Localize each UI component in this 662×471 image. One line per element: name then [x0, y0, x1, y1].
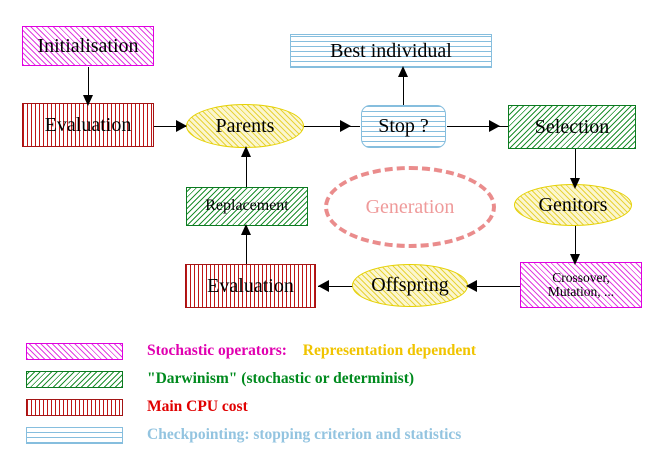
node-crossover-label-line2: Mutation, ... — [547, 284, 615, 299]
connector-initialisation-to-evaluation — [88, 67, 89, 101]
connector-selection-to-genitors — [575, 149, 576, 185]
arrowhead-down-evaluation-top — [83, 95, 93, 106]
connector-evaluation-to-replacement — [246, 228, 247, 268]
arrowhead-up-replacement — [241, 224, 251, 235]
legend-label-main-cpu-cost: Main CPU cost — [147, 398, 248, 415]
legend-label-stochastic-operators: Stochastic operators: — [147, 342, 287, 359]
arrowhead-left-evaluation-bottom — [318, 280, 329, 292]
node-stop[interactable]: Stop ? — [361, 105, 446, 148]
arrowhead-down-crossover — [570, 254, 580, 265]
connector-parents-to-stop — [300, 126, 360, 127]
node-best-individual[interactable]: Best individual — [290, 34, 492, 68]
node-selection-label: Selection — [534, 115, 610, 138]
legend-label-representation-dependent: Representation dependent — [302, 342, 477, 359]
node-offspring-label: Offspring — [371, 274, 449, 296]
node-generation-label: Generation — [365, 195, 455, 218]
node-crossover-label-line1: Crossover, — [552, 269, 610, 285]
legend-row-darwinism: "Darwinism" (stochastic or determinist) — [26, 368, 414, 390]
connector-offspring-to-evaluation — [318, 286, 366, 287]
legend-swatch-main-cpu-cost — [26, 398, 123, 416]
node-evaluation-top-label: Evaluation — [44, 113, 132, 136]
node-stop-label: Stop ? — [378, 115, 429, 137]
node-best-individual-label: Best individual — [330, 39, 452, 62]
legend-swatch-checkpointing — [26, 426, 123, 444]
node-parents-label: Parents — [215, 114, 275, 137]
node-evaluation-bottom[interactable]: Evaluation — [185, 264, 316, 308]
arrowhead-left-offspring — [466, 280, 477, 292]
legend-swatch-darwinism — [26, 370, 123, 388]
legend-swatch-stochastic-operators — [26, 342, 123, 360]
arrowhead-up-best-individual — [398, 66, 408, 77]
arrowhead-right-parents — [176, 120, 187, 132]
node-genitors-label: Genitors — [538, 193, 608, 216]
node-evaluation-bottom-label: Evaluation — [207, 274, 294, 297]
node-initialisation-label: Initialisation — [37, 34, 139, 57]
legend-row-main-cpu-cost: Main CPU cost — [26, 396, 248, 418]
legend-label-checkpointing: Checkpointing: stopping criterion and st… — [147, 426, 462, 443]
node-generation-cycle: Generation — [324, 166, 496, 248]
arrowhead-up-parents — [241, 146, 251, 157]
connector-stop-to-selection — [447, 126, 511, 127]
node-offspring[interactable]: Offspring — [352, 264, 468, 307]
legend-row-stochastic-operators: Stochastic operators: Representation dep… — [26, 340, 476, 362]
node-replacement-label: Replacement — [205, 197, 289, 215]
node-parents[interactable]: Parents — [186, 104, 304, 148]
legend-label-darwinism: "Darwinism" (stochastic or determinist) — [147, 370, 415, 387]
node-evaluation-top[interactable]: Evaluation — [22, 103, 154, 147]
connector-stop-to-best-individual — [403, 70, 404, 107]
connector-replacement-to-parents — [246, 150, 247, 188]
node-replacement[interactable]: Replacement — [186, 187, 308, 226]
node-selection[interactable]: Selection — [508, 105, 636, 149]
node-genitors[interactable]: Genitors — [514, 184, 632, 226]
arrowhead-right-selection — [489, 120, 500, 132]
connector-genitors-to-crossover — [575, 225, 576, 261]
connector-evaluation-to-parents — [150, 126, 198, 127]
connector-crossover-to-offspring — [466, 286, 520, 287]
node-crossover-mutation[interactable]: Crossover, Mutation, ... — [520, 262, 642, 308]
legend-row-checkpointing: Checkpointing: stopping criterion and st… — [26, 424, 461, 446]
arrowhead-right-stop — [340, 120, 351, 132]
node-initialisation[interactable]: Initialisation — [22, 26, 154, 66]
arrowhead-down-genitors — [570, 178, 580, 189]
